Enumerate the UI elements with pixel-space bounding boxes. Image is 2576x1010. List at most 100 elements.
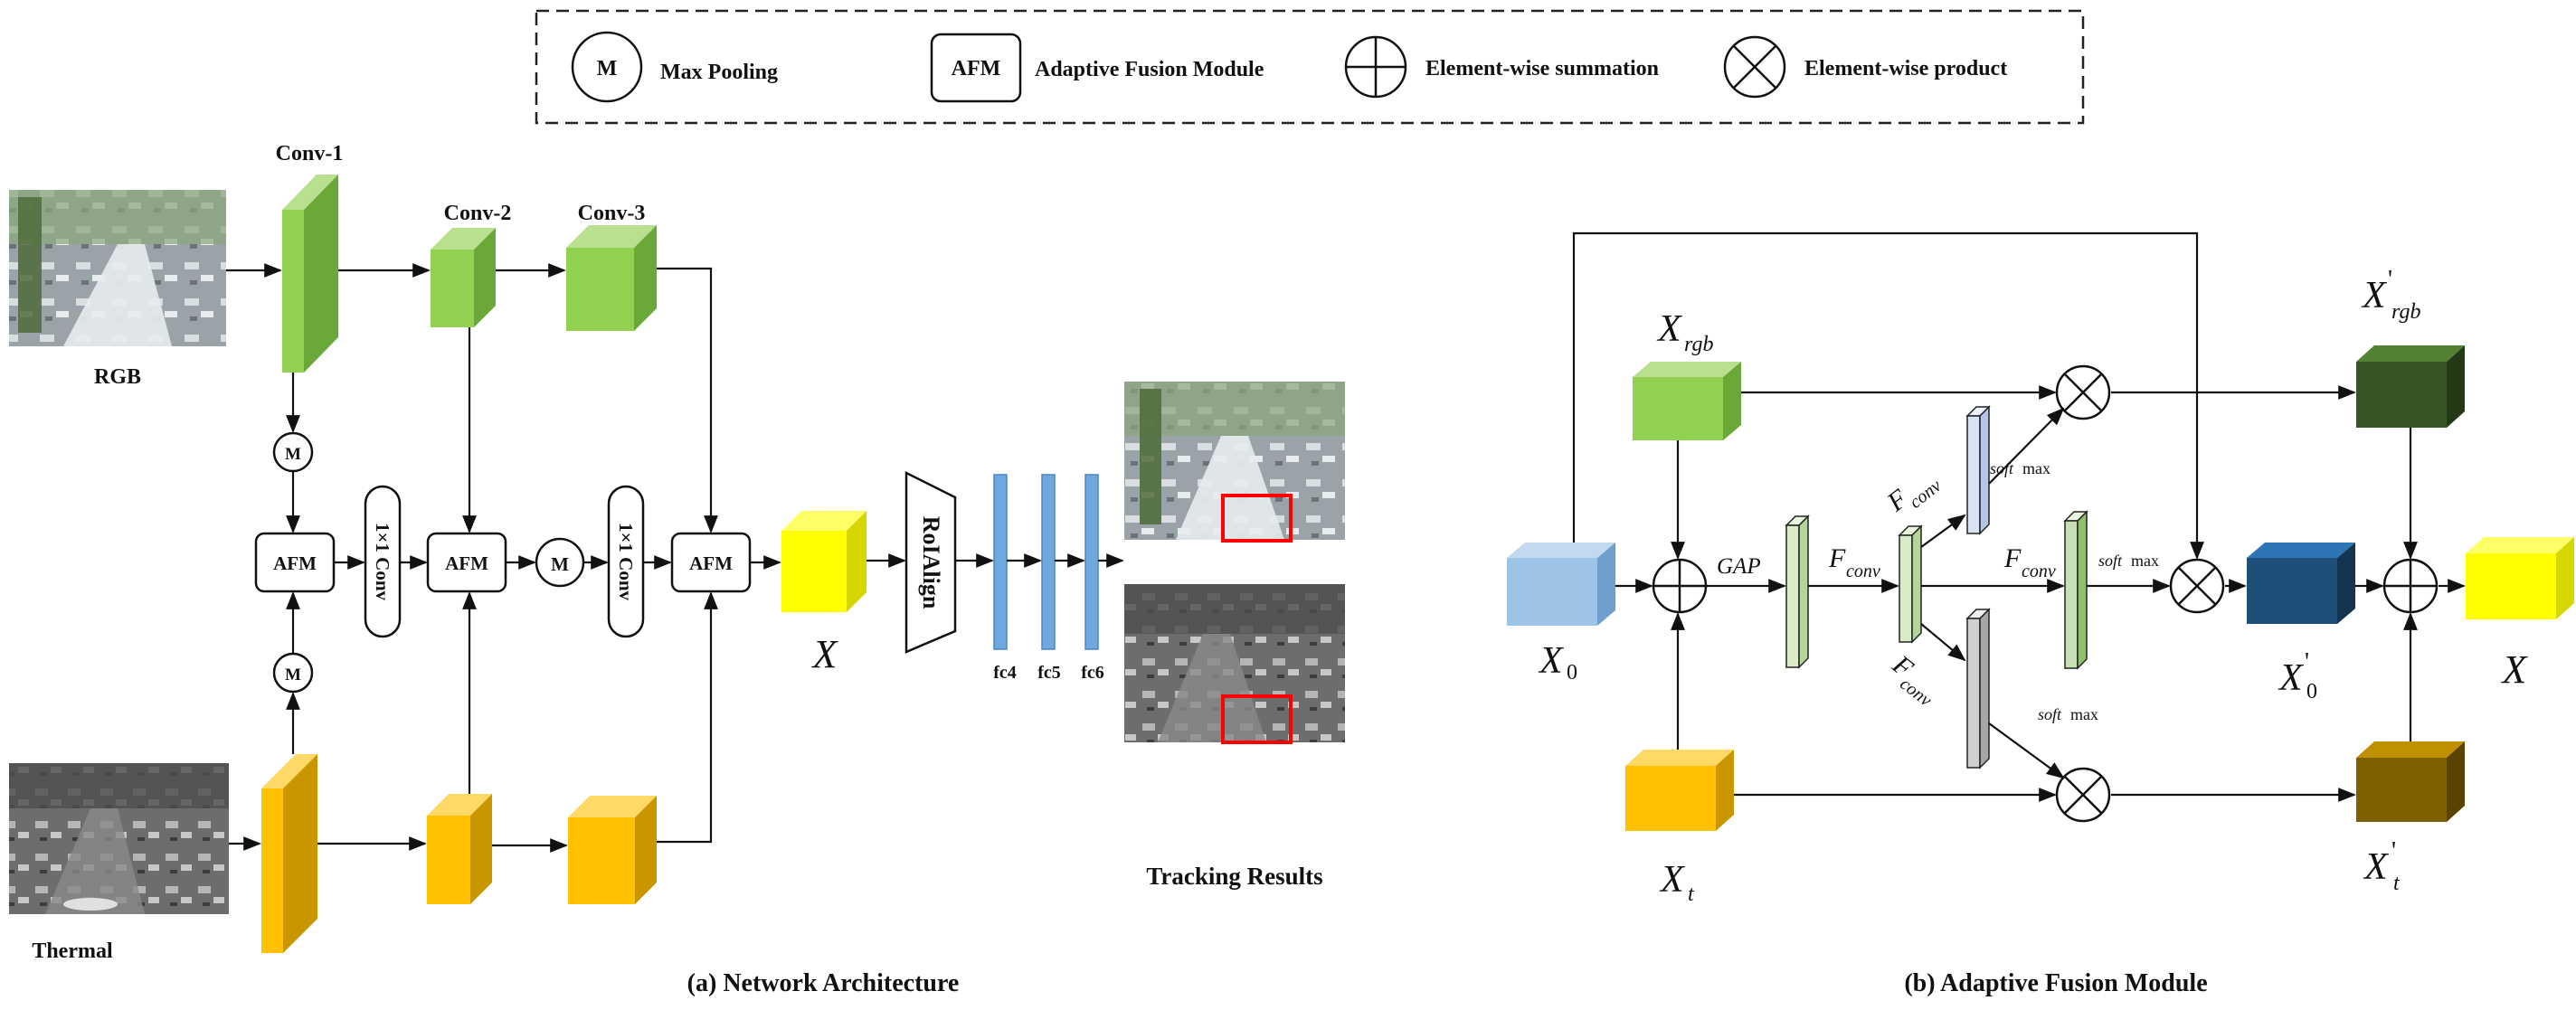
legend-sum: Element-wise summation (1344, 35, 1659, 99)
svg-text:X: X (1659, 859, 1686, 901)
svg-text:AFM: AFM (445, 552, 488, 574)
thermal-label: Thermal (32, 939, 113, 963)
maxpool-mid-node: M (535, 537, 585, 588)
maxpool-rgb-node: M (272, 431, 314, 473)
svg-text:': ' (2388, 266, 2392, 294)
svg-text:M: M (285, 665, 301, 684)
afm-output-label: X (2501, 647, 2529, 692)
product-icon (1723, 35, 1786, 99)
svg-text:': ' (2391, 837, 2396, 865)
fused-feature-block (781, 511, 867, 612)
svg-text:soft: soft (2098, 552, 2123, 570)
fconv-label-2: F conv (1881, 476, 1946, 518)
sum-label: Element-wise summation (1425, 57, 1659, 80)
thermal-input-image (9, 763, 229, 914)
legend-box: M Max Pooling AFM Adaptive Fusion Module… (535, 9, 2085, 125)
svg-text:soft: soft (2038, 705, 2062, 723)
summation-icon (1344, 35, 1407, 99)
tracking-rgb-image (1124, 382, 1345, 543)
fc4-label: fc4 (993, 663, 1017, 683)
svg-text:X: X (2278, 657, 2305, 699)
conv3-rgb-block (566, 225, 657, 331)
conv1-rgb-block (282, 175, 338, 373)
svg-text:': ' (2305, 648, 2309, 676)
afm-icon (930, 33, 1022, 103)
tracking-bbox-rgb (1221, 494, 1293, 543)
network-caption: (a) Network Architecture (687, 969, 960, 997)
branch-vector-rgb (1965, 405, 1991, 535)
svg-text:t: t (2393, 872, 2401, 895)
tracking-bbox-thermal (1221, 694, 1293, 744)
svg-text:rgb: rgb (2391, 300, 2420, 324)
svg-text:M: M (285, 445, 301, 464)
afm-product-node-thermal (2055, 767, 2111, 823)
network-architecture: RGB Thermal Conv-1 Conv-2 (9, 142, 1345, 997)
fconv-label-1: F conv (1828, 543, 1880, 581)
x-t-block (1625, 750, 1734, 831)
softmax-label-rgb: soft max (1990, 459, 2050, 477)
x-rgb-prime-block (2356, 345, 2465, 428)
conv3-thermal-block (568, 796, 657, 904)
fconv-label-4: F conv (1887, 649, 1936, 711)
svg-text:X: X (2363, 846, 2390, 888)
fc6-layer (1084, 474, 1099, 650)
fconv-vector (1898, 524, 1923, 644)
product-label: Element-wise product (1804, 57, 2007, 80)
tracking-results-label: Tracking Results (1146, 863, 1322, 890)
legend-afm: AFM Adaptive Fusion Module (930, 33, 1264, 103)
afm-symbol: AFM (952, 57, 1001, 80)
svg-text:t: t (1688, 883, 1695, 906)
conv1-thermal-block (261, 754, 317, 953)
fc6-label: fc6 (1081, 663, 1104, 683)
gap-vector (1785, 514, 1810, 669)
svg-text:AFM: AFM (689, 552, 733, 574)
svg-text:AFM: AFM (273, 552, 317, 574)
max-pool-label: Max Pooling (660, 61, 778, 84)
conv3-label: Conv-3 (578, 202, 646, 225)
legend-product: Element-wise product (1723, 35, 2007, 99)
svg-text:0: 0 (2306, 680, 2317, 703)
fconv-label-3: F conv (2003, 543, 2056, 581)
adaptive-fusion-module: X rgb X t X 0 GAP (1507, 231, 2574, 997)
svg-text:conv: conv (1846, 562, 1880, 581)
afm-sum-node-2 (2382, 558, 2439, 614)
x-rgb-block (1633, 362, 1741, 440)
conv1-label: Conv-1 (276, 142, 344, 165)
fc5-label: fc5 (1037, 663, 1061, 683)
conv2-thermal-block (427, 794, 492, 904)
softmax-label-x0: soft max (2098, 552, 2159, 570)
x0-prime-block (2247, 543, 2355, 624)
roialign-label: RoIAlign (918, 516, 944, 609)
maxpool-thermal-node: M (272, 652, 314, 694)
svg-text:max: max (2131, 552, 2159, 570)
roialign-block: RoIAlign (904, 470, 957, 654)
x-t-prime-label: X ' t (2363, 837, 2401, 895)
x-t-label: X t (1659, 859, 1695, 906)
afm-node-3: AFM (670, 532, 752, 593)
rgb-label: RGB (94, 365, 141, 389)
afm-label: Adaptive Fusion Module (1035, 58, 1264, 81)
svg-text:max: max (2022, 459, 2050, 477)
max-pool-symbol: M (597, 57, 618, 80)
x0-label: X 0 (1538, 640, 1577, 684)
svg-text:max: max (2070, 705, 2098, 723)
afm-arrows (1572, 231, 2466, 802)
afm-node-2: AFM (426, 532, 507, 593)
svg-text:X: X (1538, 640, 1565, 682)
legend-max-pool: M Max Pooling (571, 31, 778, 103)
softmax-label-thermal: soft max (2038, 705, 2098, 723)
svg-text:conv: conv (2022, 562, 2056, 581)
gap-label: GAP (1717, 554, 1761, 579)
conv2-rgb-block (431, 228, 496, 327)
svg-text:1×1 Conv: 1×1 Conv (372, 523, 393, 601)
afm-output-block (2466, 537, 2574, 619)
afm-node-1: AFM (254, 532, 336, 593)
x-rgb-label: X rgb (1656, 308, 1713, 356)
svg-text:X: X (2361, 275, 2388, 316)
afm-caption: (b) Adaptive Fusion Module (1904, 969, 2207, 997)
svg-text:rgb: rgb (1684, 333, 1713, 356)
rgb-input-image (9, 190, 226, 346)
afm-sum-node-1 (1652, 558, 1708, 614)
